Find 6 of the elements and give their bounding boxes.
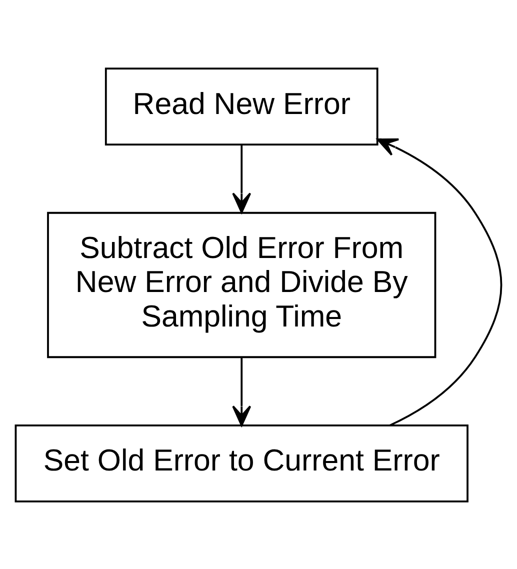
arrow xyxy=(232,356,252,426)
arrow xyxy=(232,144,252,213)
node-box: Subtract Old Error From New Error and Divide By Sampling Time xyxy=(47,211,436,358)
arrow xyxy=(376,138,502,426)
node-box: Set Old Error to Current Error xyxy=(14,424,468,502)
node-box: Read New Error xyxy=(104,67,378,145)
